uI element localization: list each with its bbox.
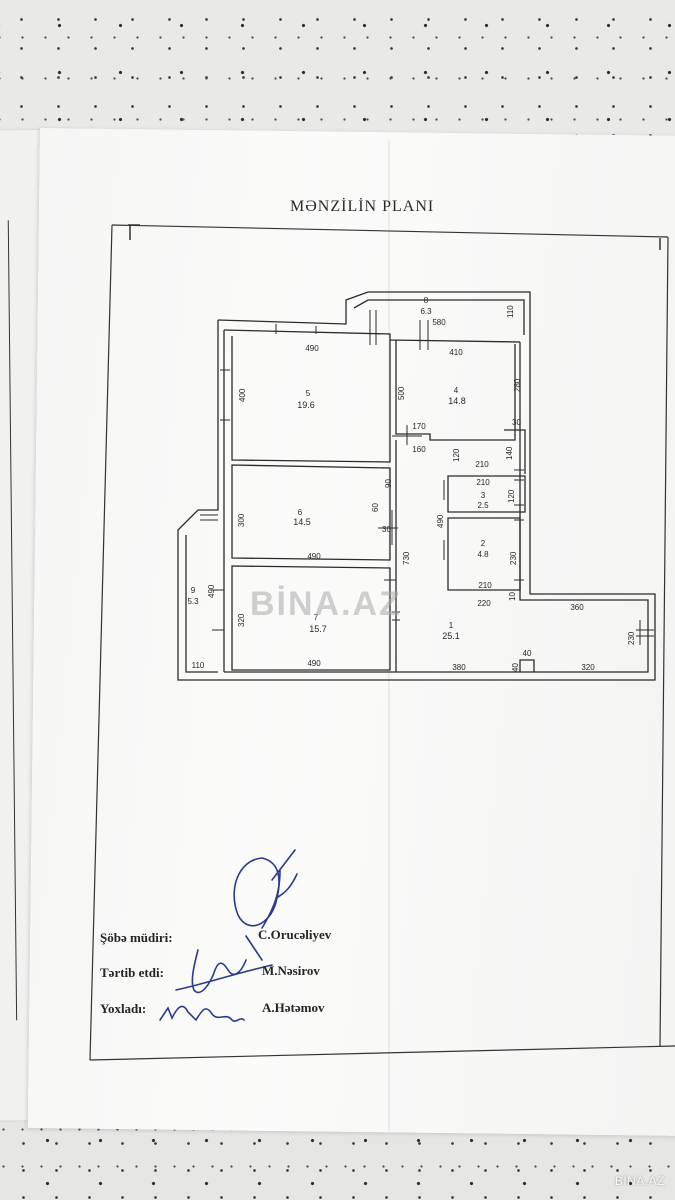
room-8-area: 6.3 <box>420 307 432 316</box>
signature-compiled <box>175 949 273 994</box>
paper-fold <box>388 140 390 1130</box>
dim-label: 110 <box>192 661 205 670</box>
dim-label: 230 <box>627 631 636 645</box>
role-compiled-by: Tərtib etdi: <box>100 965 164 980</box>
watermark-text: BİNA.AZ <box>250 585 402 623</box>
room-1-number: 1 <box>449 621 454 630</box>
dim-label: 170 <box>412 422 426 431</box>
room-7-number: 7 <box>314 613 319 622</box>
dim-label: 220 <box>477 599 491 608</box>
dim-label: 10 <box>508 592 517 601</box>
dim-label: 410 <box>449 348 463 357</box>
dim-label: 40 <box>511 663 520 672</box>
room-3-area: 2.5 <box>477 501 489 510</box>
room-8-number: 8 <box>424 296 429 305</box>
dim-label: 120 <box>452 448 461 462</box>
room-1-area: 25.1 <box>442 631 460 641</box>
dim-label: 140 <box>505 446 514 460</box>
name-compiled-by: M.Nəsirov <box>262 963 320 978</box>
dim-label: 230 <box>509 551 518 565</box>
room-6-area: 14.5 <box>293 517 311 527</box>
dim-label: 110 <box>506 305 515 318</box>
dim-label: 30 <box>382 525 391 534</box>
dim-label: 120 <box>507 489 516 503</box>
dim-label: 490 <box>307 659 321 668</box>
dim-label: 580 <box>432 318 446 327</box>
room-9-area: 5.3 <box>187 597 199 606</box>
room-5-number: 5 <box>306 389 311 398</box>
role-checked-by: Yoxladı: <box>100 1001 147 1016</box>
room-7-area: 15.7 <box>309 624 327 634</box>
dim-label: 360 <box>570 603 584 612</box>
room-3-number: 3 <box>481 491 486 500</box>
signature-checked <box>159 1005 245 1022</box>
dim-label: 210 <box>475 460 489 469</box>
dim-label: 60 <box>371 503 380 512</box>
dim-label: 320 <box>237 613 246 627</box>
dim-label: 30 <box>512 418 521 427</box>
dim-label: 210 <box>478 581 492 590</box>
dim-label: 490 <box>307 552 321 561</box>
room-9-number: 9 <box>191 586 196 595</box>
dim-label: 160 <box>412 445 426 454</box>
dim-label: 490 <box>436 514 445 528</box>
dim-label: 300 <box>237 513 246 527</box>
corner-watermark: BİNA.AZ <box>614 1174 665 1188</box>
dim-label: 40 <box>523 649 532 658</box>
room-2-area: 4.8 <box>477 550 489 559</box>
role-department-head: Şöbə müdiri: <box>100 930 173 945</box>
dim-label: 730 <box>402 551 411 565</box>
room-5-area: 19.6 <box>297 400 315 410</box>
signature-head-strokes <box>245 849 298 961</box>
dim-label: 500 <box>397 386 406 400</box>
name-checked-by: A.Hətəmov <box>262 1000 325 1015</box>
room-4-number: 4 <box>454 386 459 395</box>
document-title: MƏNZİLİN PLANI <box>290 198 435 215</box>
dim-label: 320 <box>581 663 595 672</box>
room-6-number: 6 <box>298 508 303 517</box>
dim-label: 210 <box>476 478 490 487</box>
signature-head-mark <box>233 857 280 927</box>
dim-label: 400 <box>238 388 247 402</box>
dim-label: 90 <box>384 479 393 488</box>
name-department-head: C.Orucəliyev <box>258 927 332 942</box>
room-2-number: 2 <box>481 539 486 548</box>
dim-label: 490 <box>207 584 216 598</box>
dim-label: 490 <box>305 344 319 353</box>
dim-label: 380 <box>452 663 466 672</box>
dim-label: 280 <box>513 378 522 392</box>
room-4-area: 14.8 <box>448 396 466 406</box>
